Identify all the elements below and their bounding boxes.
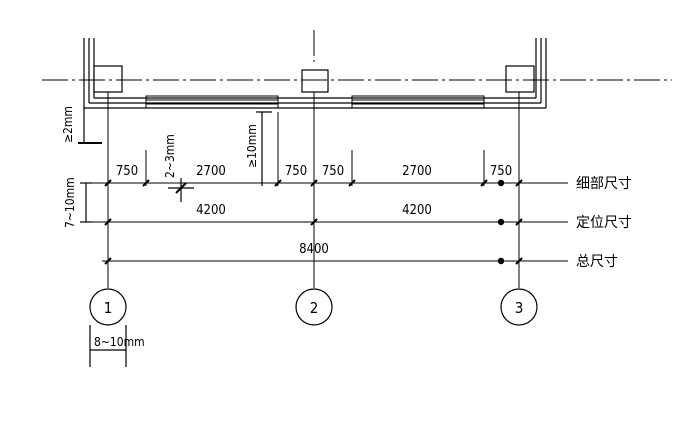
- end-dots: [497, 179, 505, 265]
- label-locating: 定位尺寸: [576, 215, 632, 231]
- detail-value-1: 750: [116, 164, 138, 179]
- axis-bubble-3: [500, 288, 538, 326]
- note-gap-to-wall-text: ≥2mm: [61, 106, 75, 143]
- window-openings: [145, 95, 485, 109]
- note-tick-length-text: 2~3mm: [163, 134, 177, 178]
- axis-label-1: 1: [104, 299, 113, 317]
- note-gap-to-first-row-text: ≥10mm: [245, 124, 259, 168]
- detail-value-2: 2700: [196, 164, 226, 179]
- column-1: [93, 65, 123, 93]
- overall-value: 8400: [299, 242, 329, 257]
- detail-value-4: 750: [322, 164, 344, 179]
- label-detail: 细部尺寸: [576, 176, 632, 192]
- tick-marks: [104, 179, 523, 265]
- locating-value-2: 4200: [402, 203, 432, 218]
- axis-labels: 1 2 3: [104, 299, 524, 317]
- column-2: [301, 69, 329, 93]
- detail-value-6: 750: [490, 164, 512, 179]
- column-3: [505, 65, 535, 93]
- axis-lines: [107, 30, 520, 288]
- note-row-spacing: [80, 182, 92, 223]
- locating-values: 4200 4200: [196, 203, 432, 218]
- note-bubble-diameter-text: 8~10mm: [94, 335, 145, 349]
- detail-value-3: 750: [285, 164, 307, 179]
- axis-label-3: 3: [515, 299, 524, 317]
- note-gap-to-wall: [78, 108, 102, 144]
- note-row-spacing-text: 7~10mm: [63, 177, 77, 228]
- label-overall: 总尺寸: [576, 254, 618, 270]
- note-bubble-diameter: [89, 325, 127, 367]
- note-gap-to-first-row: [256, 111, 272, 186]
- axis-bubbles: [89, 288, 538, 326]
- extension-lines: [145, 112, 485, 186]
- axis-bubble-2: [295, 288, 333, 326]
- locating-value-1: 4200: [196, 203, 226, 218]
- axis-label-2: 2: [310, 299, 319, 317]
- detail-value-5: 2700: [402, 164, 432, 179]
- columns: [93, 65, 535, 93]
- axis-bubble-1: [89, 288, 127, 326]
- row-labels: 细部尺寸 定位尺寸 总尺寸: [576, 176, 632, 270]
- detail-values: 750 2700 750 750 2700 750: [116, 164, 512, 179]
- note-tick-length: [168, 178, 194, 202]
